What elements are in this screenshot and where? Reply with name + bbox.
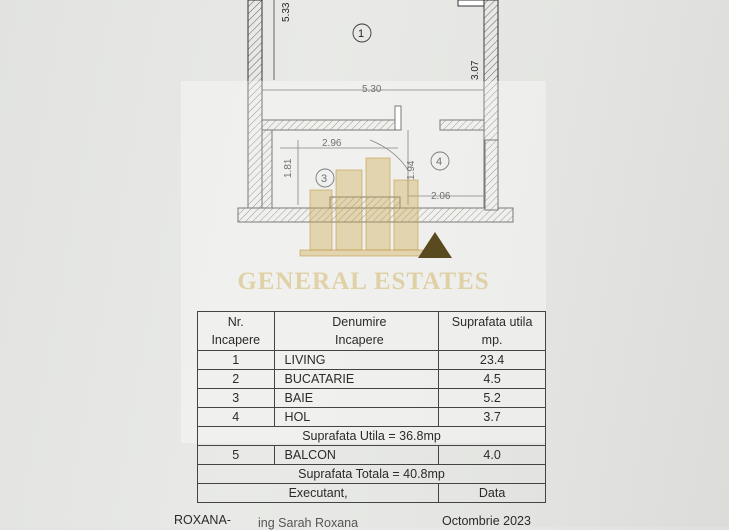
usable-area-row: Suprafata Utila = 36.8mp (197, 426, 546, 446)
dim-307: 3.07 (470, 60, 481, 80)
date-label: Data (438, 483, 546, 503)
room-marker-circle (315, 168, 335, 188)
row-nr: 4 (197, 407, 275, 427)
header-area: Suprafata utila mp. (438, 311, 546, 351)
row-nr: 2 (197, 369, 275, 389)
room-marker-circle (430, 151, 450, 171)
footer-name: ROXANA- (174, 513, 231, 527)
dim-206: 2.06 (431, 191, 451, 202)
balcony-nr: 5 (197, 445, 275, 465)
rooms-table: Nr. Incapere Denumire Incapere Suprafata… (196, 311, 546, 503)
row-name: BUCATARIE (273, 369, 440, 389)
dim-530: 5.30 (362, 84, 382, 95)
total-area-row: Suprafata Totala = 40.8mp (197, 464, 546, 484)
total-area: Suprafata Totala = 40.8mp (197, 464, 546, 484)
room-marker-1: 1 (358, 28, 364, 40)
watermark-logo-icon (299, 157, 452, 258)
row-area: 4.5 (438, 369, 546, 389)
header-nr: Nr. Incapere (197, 311, 275, 351)
room-marker-4: 4 (436, 156, 442, 168)
table-header-row: Nr. Incapere Denumire Incapere Suprafata… (197, 311, 546, 351)
dim-194: 1.94 (406, 160, 417, 180)
table-row: 2 BUCATARIE 4.5 (197, 369, 546, 389)
balcony-area: 4.0 (438, 445, 546, 465)
row-area: 5.2 (438, 388, 546, 408)
room-marker-circle (352, 23, 372, 43)
footer-date: Octombrie 2023 (442, 514, 531, 528)
usable-area-total: Suprafata Utila = 36.8mp (197, 426, 546, 446)
dim-533: 5.33 (281, 2, 292, 22)
room-marker-3: 3 (321, 173, 327, 185)
executant-label: Executant, (196, 483, 440, 503)
row-nr: 3 (197, 388, 275, 408)
balcony-name: BALCON (273, 445, 440, 465)
watermark-brand: GENERAL ESTATES (237, 268, 490, 295)
balcony-row: 5 BALCON 4.0 (197, 445, 546, 465)
row-area: 23.4 (438, 350, 546, 370)
row-nr: 1 (197, 350, 275, 370)
table-row: 3 BAIE 5.2 (197, 388, 546, 408)
footer-engineer: ing Sarah Roxana (258, 516, 359, 530)
plan-walls (237, 0, 514, 223)
table-row: 1 LIVING 23.4 (197, 350, 546, 370)
row-area: 3.7 (438, 407, 546, 427)
dim-296: 2.96 (322, 138, 342, 149)
table-row: 4 HOL 3.7 (197, 407, 546, 427)
row-name: HOL (273, 407, 440, 427)
header-name: Denumire Incapere (273, 311, 440, 351)
dim-181: 1.81 (283, 158, 294, 178)
row-name: LIVING (273, 350, 440, 370)
row-name: BAIE (273, 388, 440, 408)
signature-row: Executant, Data (196, 483, 546, 503)
